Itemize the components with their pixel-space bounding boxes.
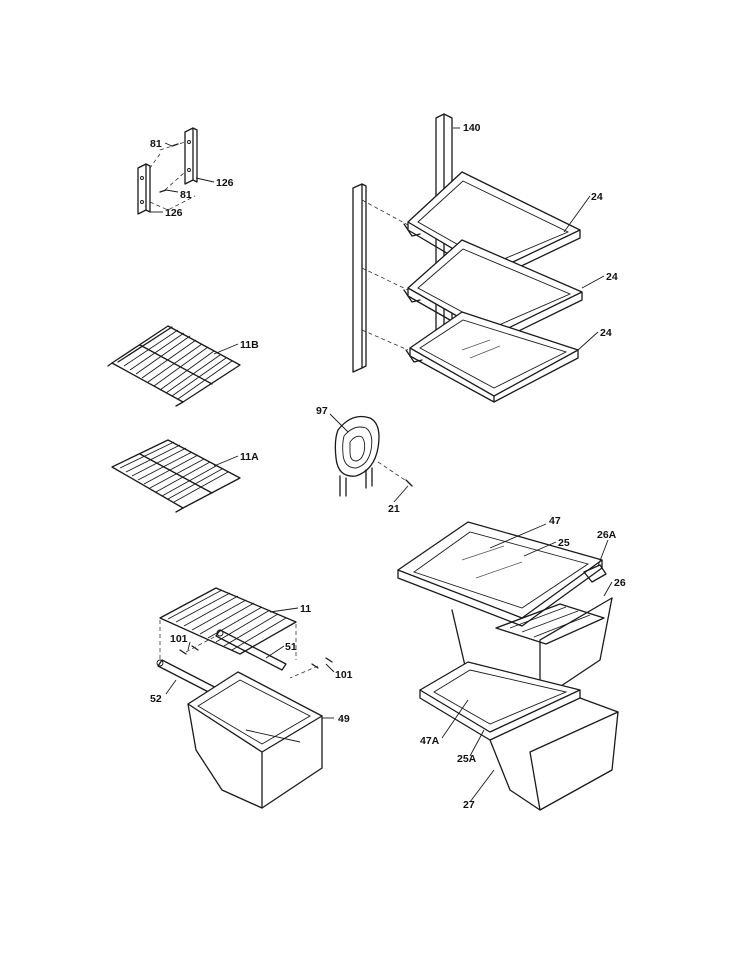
crisper-drawer-lower: [419, 661, 619, 811]
rail-screws: [179, 635, 333, 679]
callout-97: 97: [316, 405, 328, 417]
glass-shelf-middle: [403, 239, 583, 345]
callout-101-right: 101: [335, 669, 353, 681]
crisper-drawer-upper: [397, 521, 613, 701]
callout-labels: 140 81 81 126 126 24 24 24 11B 11A 97 21…: [150, 122, 626, 811]
callout-47a: 47A: [420, 735, 440, 747]
heater-coil: [334, 415, 413, 497]
callout-26: 26: [614, 577, 626, 589]
callout-27: 27: [463, 799, 475, 811]
callout-26a: 26A: [597, 529, 617, 541]
wire-shelf-11b: [107, 325, 241, 407]
callout-21: 21: [388, 503, 400, 515]
callout-126-lower: 126: [165, 207, 183, 219]
callout-126-upper: 126: [216, 177, 234, 189]
callout-24-top: 24: [591, 191, 603, 203]
shelf-rail-51: [215, 629, 287, 671]
callout-11a: 11A: [240, 451, 259, 463]
callout-101-left: 101: [170, 633, 188, 645]
callout-140: 140: [463, 122, 481, 134]
callout-24-middle: 24: [606, 271, 618, 283]
wire-shelf-11: [159, 587, 297, 660]
callout-47: 47: [549, 515, 561, 527]
storage-bin: [187, 671, 323, 809]
callout-81-upper: 81: [150, 138, 162, 150]
shelf-bracket-assembly: [137, 127, 198, 215]
callout-81-lower: 81: [180, 189, 192, 201]
callout-52: 52: [150, 693, 162, 705]
callout-51: 51: [285, 641, 297, 653]
leader-lines: [150, 127, 613, 803]
callout-24-bottom: 24: [600, 327, 612, 339]
callout-25: 25: [558, 537, 570, 549]
callout-49: 49: [338, 713, 350, 725]
wire-shelf-11a: [111, 439, 241, 513]
callout-11: 11: [300, 603, 311, 615]
callout-11b: 11B: [240, 339, 259, 351]
glass-shelf-bottom: [405, 311, 579, 403]
callout-25a: 25A: [457, 753, 477, 765]
